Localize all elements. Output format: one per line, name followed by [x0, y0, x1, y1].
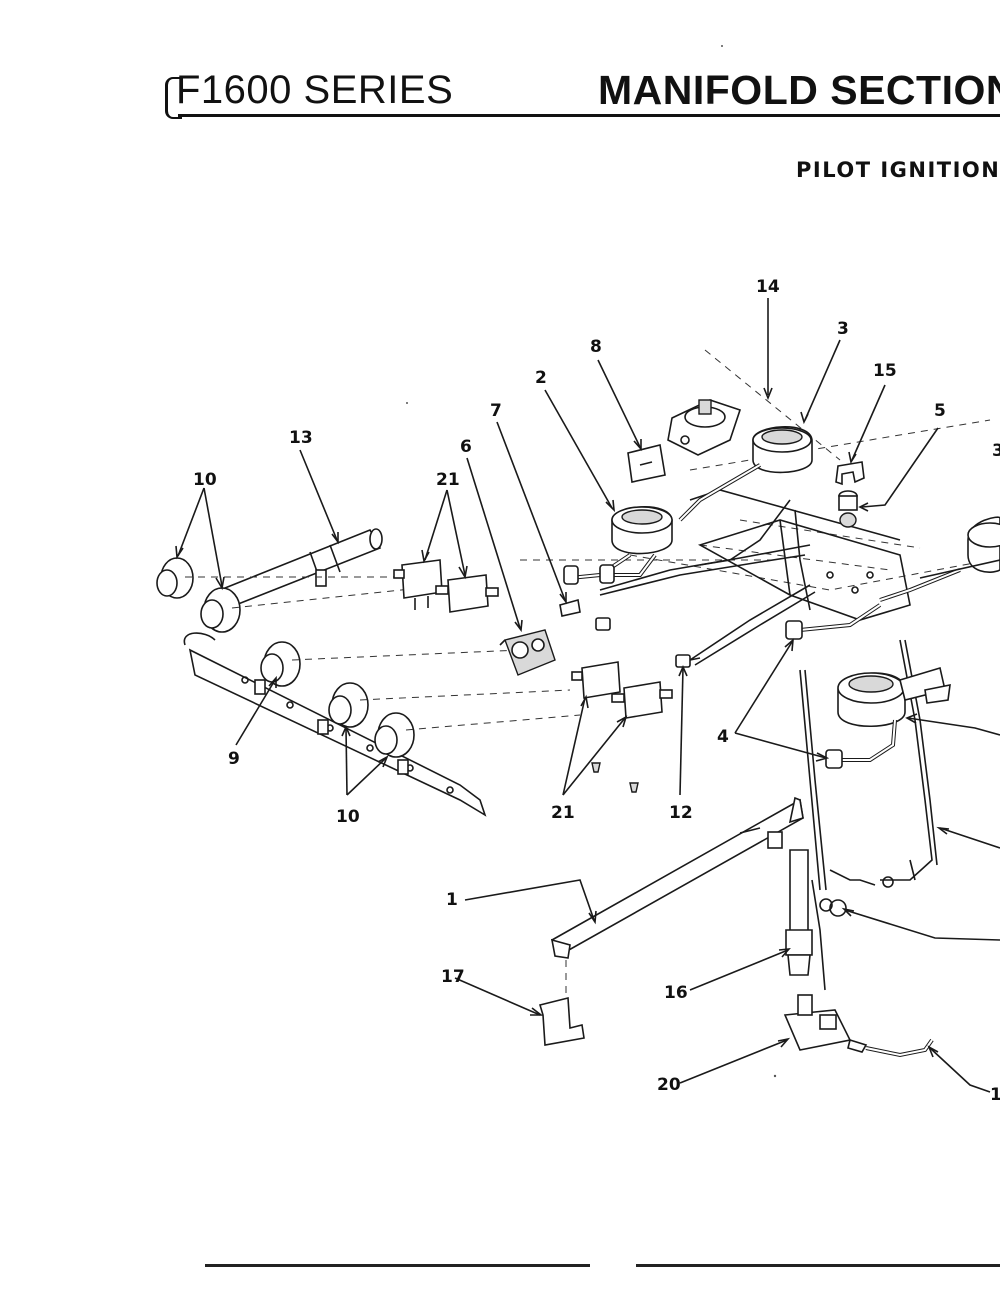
part-10-cap-3: [328, 682, 369, 728]
callout-16: 16: [664, 983, 688, 1003]
part-10-cap-1: [156, 557, 194, 599]
callout-9: 9: [228, 749, 240, 769]
part-10-cap-4: [374, 712, 415, 758]
part-7-clip: [559, 598, 581, 617]
header-rule: [178, 114, 1000, 117]
part-13-manifold-pipe: [218, 528, 383, 610]
callout-21-bottom: 21: [551, 803, 575, 823]
footer-rule-left: [205, 1264, 590, 1267]
part-17-mount-bracket: [538, 960, 585, 1046]
callout-10-top: 10: [193, 470, 217, 490]
part-8-bracket: [627, 444, 666, 483]
callout-13: 13: [289, 428, 313, 448]
part-21-valve-lower-b: [611, 681, 673, 719]
callout-2: 2: [535, 368, 547, 388]
callout-4: 4: [717, 727, 729, 747]
header-bracket: [165, 77, 182, 119]
part-10-cap-2: [200, 587, 241, 633]
part-6-spark-module: [499, 629, 556, 676]
pilot-tubing-network: [599, 499, 938, 891]
pilot-fitting-left: [595, 617, 611, 631]
part-3-rear-burner: [678, 426, 813, 522]
part-21-valve-upper-b: [435, 574, 499, 613]
callout-5: 5: [934, 401, 946, 421]
part-14-pilot-bracket: [667, 399, 742, 456]
pilot-thermocouple-lines: [811, 859, 916, 991]
callout-11-right-edge: 1: [990, 1085, 1000, 1105]
callout-3: 3: [837, 319, 849, 339]
part-21-valve-upper-a: [393, 559, 443, 610]
part-3-right-burner: [879, 516, 1000, 602]
part-21-screws: [591, 762, 639, 793]
part-15-clip: [835, 461, 865, 486]
callout-numbers: 14 3 8 2 15 5 7 13 6 10 21 4 9 10 21 12 …: [193, 277, 1000, 1105]
scan-specks: [406, 45, 777, 1078]
callout-1: 1: [446, 890, 458, 910]
callout-10-bottom: 10: [336, 807, 360, 827]
part-4-electrode-upper: [785, 603, 882, 640]
footer-rule-right: [636, 1264, 1000, 1267]
series-title: F1600 SERIES: [176, 68, 454, 112]
part-lower-right-burner: [825, 666, 951, 769]
part-2-burner: [563, 506, 673, 585]
part-9-cap: [260, 641, 301, 687]
callout-21-top: 21: [436, 470, 460, 490]
callout-15: 15: [873, 361, 897, 381]
part-1-support-rail: [550, 796, 804, 959]
callout-6: 6: [460, 437, 472, 457]
callout-8: 8: [590, 337, 602, 357]
part-16-standpipe: [785, 849, 813, 976]
callout-14: 14: [756, 277, 780, 297]
callout-7: 7: [490, 401, 502, 421]
part-20-valve-body: [783, 994, 934, 1058]
part-21-valve-lower-a: [571, 661, 621, 699]
section-subtitle: PILOT IGNITION: [796, 158, 1000, 182]
leader-lines: [175, 298, 1000, 1093]
callout-20: 20: [657, 1075, 681, 1095]
callout-12: 12: [669, 803, 693, 823]
cap-alignment-lines: [185, 576, 581, 731]
callout-17: 17: [441, 967, 465, 987]
callout-3-right-edge: 3: [992, 441, 1000, 461]
part-5-pilot-orifice: [838, 490, 858, 528]
section-title: MANIFOLD SECTION: [598, 67, 1000, 113]
part-9-lower-manifold: [183, 632, 487, 817]
part-12-fitting: [675, 654, 701, 668]
